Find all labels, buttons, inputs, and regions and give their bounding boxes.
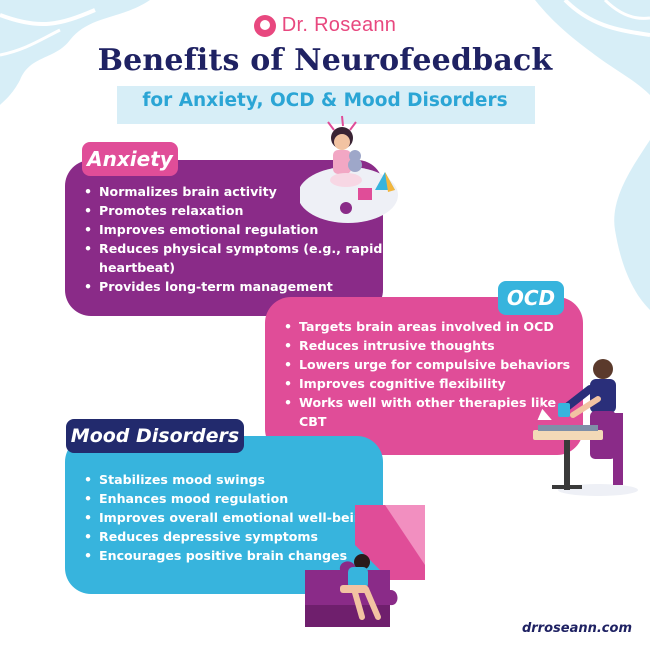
right-brush-decoration: [614, 140, 650, 310]
list-item: Improves emotional regulation: [84, 220, 383, 239]
anxiety-list: Normalizes brain activity Promotes relax…: [65, 160, 383, 296]
list-item: Reduces physical symptoms (e.g., rapid h…: [84, 239, 383, 277]
list-item: Targets brain areas involved in OCD: [284, 317, 583, 336]
list-item: Improves overall emotional well-being: [84, 508, 383, 527]
list-item: Encourages positive brain changes: [84, 546, 383, 565]
list-item: Enhances mood regulation: [84, 489, 383, 508]
top-right-brush-decoration: [535, 0, 650, 95]
ocd-card: Targets brain areas involved in OCD Redu…: [265, 297, 583, 455]
list-item: Normalizes brain activity: [84, 182, 383, 201]
page-title: Benefits of Neurofeedback: [97, 43, 553, 78]
top-left-brush-decoration: [0, 0, 150, 105]
website-link[interactable]: drroseann.com: [521, 621, 632, 636]
mood-list: Stabilizes mood swings Enhances mood reg…: [65, 436, 383, 565]
brand-logo: Dr. Roseann: [0, 14, 650, 37]
subtitle-highlight: [117, 86, 535, 124]
list-item: Stabilizes mood swings: [84, 470, 383, 489]
ocd-list: Targets brain areas involved in OCD Redu…: [265, 297, 583, 431]
list-item: Reduces intrusive thoughts: [284, 336, 583, 355]
mood-tag: Mood Disorders: [66, 419, 244, 453]
man-cleaning-table-illustration: [533, 359, 638, 496]
list-item: Works well with other therapies like CBT: [284, 393, 583, 431]
anxiety-tag: Anxiety: [82, 142, 178, 176]
ocd-tag: OCD: [498, 281, 564, 315]
list-item: Improves cognitive flexibility: [284, 374, 583, 393]
sad-person-on-puzzle-piece-illustration: [305, 505, 425, 627]
mood-card: Stabilizes mood swings Enhances mood reg…: [65, 436, 383, 594]
list-item: Reduces depressive symptoms: [84, 527, 383, 546]
list-item: Provides long-term management: [84, 277, 383, 296]
anxious-child-with-toys-illustration: [300, 115, 398, 223]
brand-name: Dr. Roseann: [281, 14, 397, 36]
anxiety-card: Normalizes brain activity Promotes relax…: [65, 160, 383, 316]
brain-head-icon: [253, 14, 276, 37]
list-item: Promotes relaxation: [84, 201, 383, 220]
page-subtitle: for Anxiety, OCD & Mood Disorders: [142, 90, 508, 111]
list-item: Lowers urge for compulsive behaviors: [284, 355, 583, 374]
